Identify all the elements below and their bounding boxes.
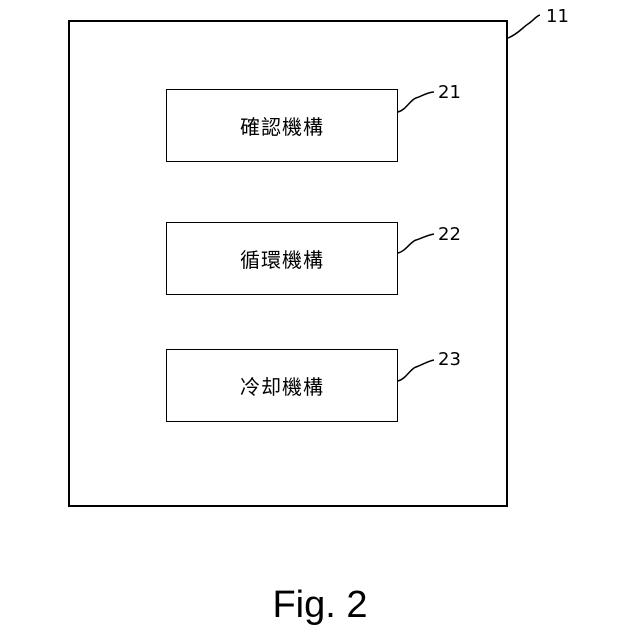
leader-line-11 bbox=[508, 15, 540, 38]
cooling-mechanism-box: 冷却機構 bbox=[166, 349, 398, 422]
ref-number-21: 21 bbox=[438, 84, 461, 102]
cooling-mechanism-label: 冷却機構 bbox=[240, 371, 324, 400]
circulation-mechanism-box: 循環機構 bbox=[166, 222, 398, 295]
confirmation-mechanism-label: 確認機構 bbox=[240, 111, 324, 140]
circulation-mechanism-label: 循環機構 bbox=[240, 244, 324, 273]
ref-number-23: 23 bbox=[438, 351, 461, 369]
ref-number-11: 11 bbox=[546, 8, 569, 26]
confirmation-mechanism-box: 確認機構 bbox=[166, 89, 398, 162]
figure-caption: Fig. 2 bbox=[0, 583, 640, 627]
ref-number-22: 22 bbox=[438, 226, 461, 244]
